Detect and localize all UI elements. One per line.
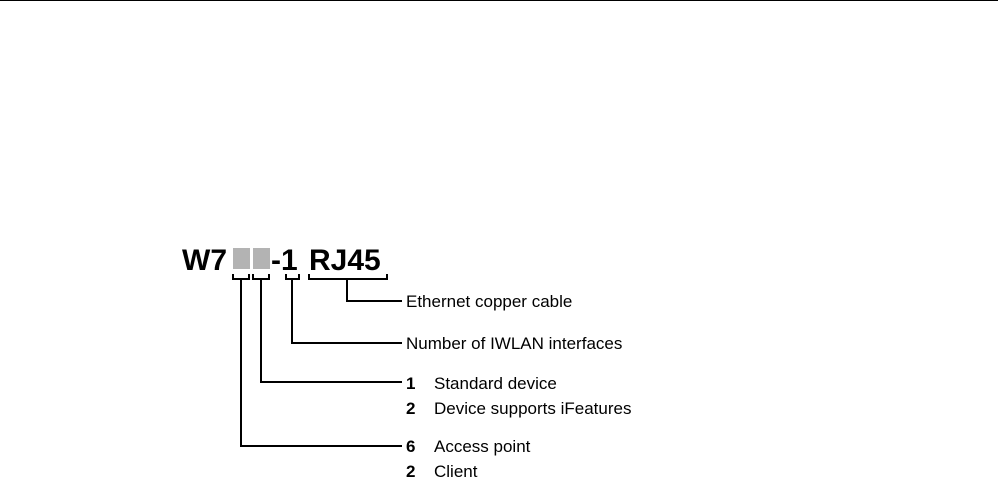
leader-digit-1 — [241, 279, 402, 446]
leader-digit-2 — [261, 279, 402, 382]
bracket-digit-2 — [253, 274, 269, 279]
option-label-access-point: Access point — [434, 437, 531, 456]
option-num: 1 — [406, 374, 415, 393]
option-num: 2 — [406, 399, 415, 418]
label-ethernet-copper-cable: Ethernet copper cable — [406, 292, 572, 311]
placeholder-digit-2 — [253, 248, 270, 269]
placeholder-digit-1 — [233, 248, 250, 269]
code-suffix: RJ45 — [309, 244, 381, 277]
bracket-lines — [233, 274, 402, 446]
label-number-of-iwlan-interfaces: Number of IWLAN interfaces — [406, 334, 622, 353]
option-label-client: Client — [434, 462, 478, 481]
code-dash-number: -1 — [271, 244, 298, 277]
bracket-digit-1 — [233, 274, 249, 279]
option-label-device-supports-ifeatures: Device supports iFeatures — [434, 399, 631, 418]
leader-suffix — [347, 279, 402, 301]
option-num: 2 — [406, 462, 415, 481]
option-label-standard-device: Standard device — [434, 374, 557, 393]
option-num: 6 — [406, 437, 415, 456]
code-prefix: W7 — [182, 244, 227, 277]
